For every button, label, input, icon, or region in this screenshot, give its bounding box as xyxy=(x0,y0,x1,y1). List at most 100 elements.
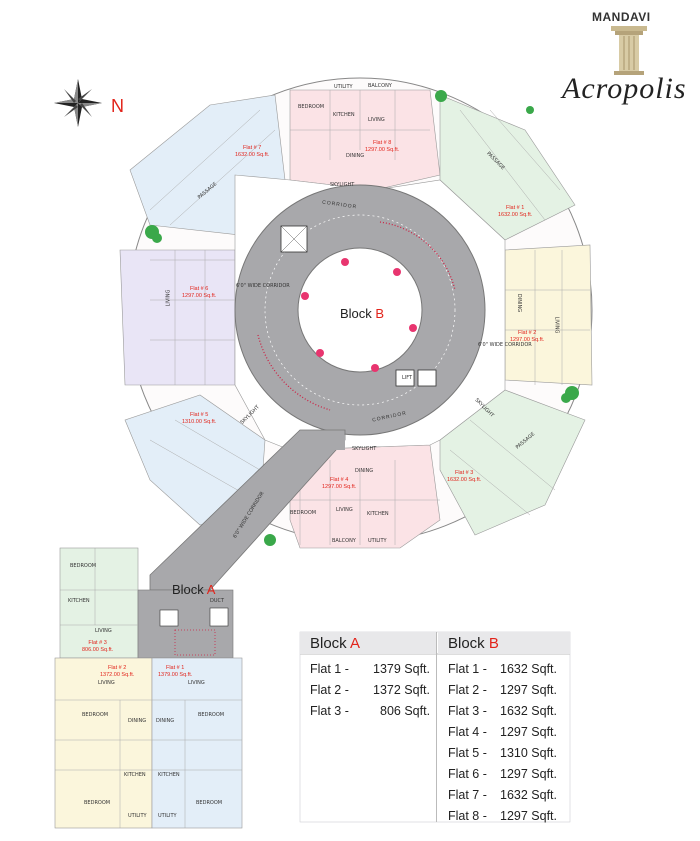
skylight-label-south: SKYLIGHT xyxy=(352,446,377,452)
central-void xyxy=(297,247,423,373)
row-a-1-name: Flat 1 - xyxy=(310,662,349,676)
block-b-flat-1-area xyxy=(439,94,576,241)
table-header-block-b-text: Block B xyxy=(448,635,499,652)
block-b-label-prefix: Block xyxy=(340,306,376,321)
wide-corridor-label-west: 6'0" WIDE CORRIDOR xyxy=(236,283,290,289)
bedroom-label-a1-lower: BEDROOM xyxy=(196,800,223,806)
block-a-building xyxy=(54,547,243,829)
living-label-a1: LIVING xyxy=(188,680,205,686)
table-row-b-4-area: 1297 Sqft. xyxy=(500,725,557,739)
table-row-a-3-area: 806 Sqft. xyxy=(380,704,430,718)
table-row-b-8: Flat 8 - xyxy=(448,809,487,823)
lift-south-1 xyxy=(395,369,415,387)
flat-label-b3-area: 1632.00 Sq.ft. xyxy=(447,477,482,483)
table-row-a-1: Flat 1 - xyxy=(310,662,349,676)
table-row-b-5-area: 1310 Sqft. xyxy=(500,746,557,760)
block-a-label-prefix: Block xyxy=(172,582,207,597)
brand-name: Acropolis xyxy=(562,72,687,105)
row-b-7-area: 1632 Sqft. xyxy=(500,788,557,802)
kitchen-label-b4: KITCHEN xyxy=(367,511,389,517)
kitchen-label-b8: KITCHEN xyxy=(333,112,355,118)
block-a-label: Block A xyxy=(172,582,215,597)
living-label-a2: LIVING xyxy=(98,680,115,686)
bedroom-label-a3: BEDROOM xyxy=(70,563,97,569)
flat-label-b8-name: Flat # 8 xyxy=(372,140,392,146)
table-header-block-a-text: Block A xyxy=(310,635,360,652)
utility-label-a-right: UTILITY xyxy=(158,813,177,819)
trees xyxy=(145,90,579,546)
table-header-block-a-prefix: Block xyxy=(310,635,351,652)
row-b-1-name: Flat 1 - xyxy=(448,662,487,676)
flat-label-b7-area: 1632.00 Sq.ft. xyxy=(235,152,270,158)
row-b-5-area: 1310 Sqft. xyxy=(500,746,557,760)
row-b-6-name: Flat 6 - xyxy=(448,767,487,781)
flat-label-a3-area: 806.00 Sq.ft. xyxy=(82,647,114,653)
column-logo xyxy=(611,26,647,75)
brand-top-text: MANDAVI xyxy=(592,10,651,24)
kitchen-label-a2: KITCHEN xyxy=(124,772,146,778)
compass-north-label: N xyxy=(111,96,124,116)
table-header-block-a-letter: A xyxy=(350,635,361,652)
table-header-block-b-letter: B xyxy=(488,635,499,652)
row-b-8-name: Flat 8 - xyxy=(448,809,487,823)
table-row-b-7: Flat 7 - xyxy=(448,788,487,802)
flat-label-a2-area: 1372.00 Sq.ft. xyxy=(100,672,135,678)
balcony-label-b8: BALCONY xyxy=(368,83,392,89)
table-header-block-b: Block B xyxy=(438,632,570,654)
dining-label-b8: DINING xyxy=(346,153,365,159)
flat-label-b4-name: Flat # 4 xyxy=(329,477,349,483)
dining-label-a1: DINING xyxy=(156,718,175,724)
row-b-8-area: 1297 Sqft. xyxy=(500,809,557,823)
block-a-label-letter: A xyxy=(206,582,216,597)
skylight-label-north: SKYLIGHT xyxy=(330,182,355,188)
duct-label-a: DUCT xyxy=(210,598,225,604)
kitchen-label-a3: KITCHEN xyxy=(68,598,90,604)
table-row-b-1-area: 1632 Sqft. xyxy=(500,662,557,676)
table-row-b-5: Flat 5 - xyxy=(448,746,487,760)
row-b-1-area: 1632 Sqft. xyxy=(500,662,557,676)
living-label-b4: LIVING xyxy=(336,507,353,513)
dining-label-b4: DINING xyxy=(355,468,374,474)
wide-corridor-label-east: 6'0" WIDE CORRIDOR xyxy=(478,342,532,348)
flat-label-b1-name: Flat # 1 xyxy=(505,205,525,211)
row-b-2-name: Flat 2 - xyxy=(448,683,487,697)
living-label-a3: LIVING xyxy=(95,628,112,634)
utility-label-b4: UTILITY xyxy=(368,538,387,544)
block-b-building xyxy=(119,77,593,549)
block-b-label-letter: B xyxy=(375,306,385,321)
flat-label-b5-area: 1310.00 Sq.ft. xyxy=(182,419,217,425)
block-b-flat-2-area xyxy=(504,244,593,386)
bedroom-label-a2: BEDROOM xyxy=(82,712,109,718)
bedroom-label-b4: BEDROOM xyxy=(290,510,317,516)
bedroom-label-a2-lower: BEDROOM xyxy=(84,800,111,806)
flat-label-a2-name: Flat # 2 xyxy=(107,665,127,671)
flat-label-b5-name: Flat # 5 xyxy=(189,412,209,418)
compass-rose xyxy=(54,79,102,127)
flat-label-b1-area: 1632.00 Sq.ft. xyxy=(498,212,533,218)
row-b-3-name: Flat 3 - xyxy=(448,704,487,718)
row-b-2-area: 1297 Sqft. xyxy=(500,683,557,697)
row-b-7-name: Flat 7 - xyxy=(448,788,487,802)
table-row-b-3: Flat 3 - xyxy=(448,704,487,718)
row-a-1-area: 1379 Sqft. xyxy=(373,662,430,676)
block-b-flat-8-area xyxy=(289,89,441,191)
area-table: Block A Block B Flat 1 - 1379 Sqft. Flat… xyxy=(300,632,570,823)
table-row-a-1-area: 1379 Sqft. xyxy=(373,662,430,676)
living-label-b2: LIVING xyxy=(553,316,560,334)
flat-label-b3-name: Flat # 3 xyxy=(454,470,474,476)
row-b-3-area: 1632 Sqft. xyxy=(500,704,557,718)
flat-label-b6-name: Flat # 6 xyxy=(189,286,209,292)
utility-label-a: UTILITY xyxy=(128,813,147,819)
block-b-flat-6-area xyxy=(119,249,236,386)
row-b-5-name: Flat 5 - xyxy=(448,746,487,760)
table-row-b-4: Flat 4 - xyxy=(448,725,487,739)
bedroom-label-b8: BEDROOM xyxy=(298,104,325,110)
row-b-6-area: 1297 Sqft. xyxy=(500,767,557,781)
